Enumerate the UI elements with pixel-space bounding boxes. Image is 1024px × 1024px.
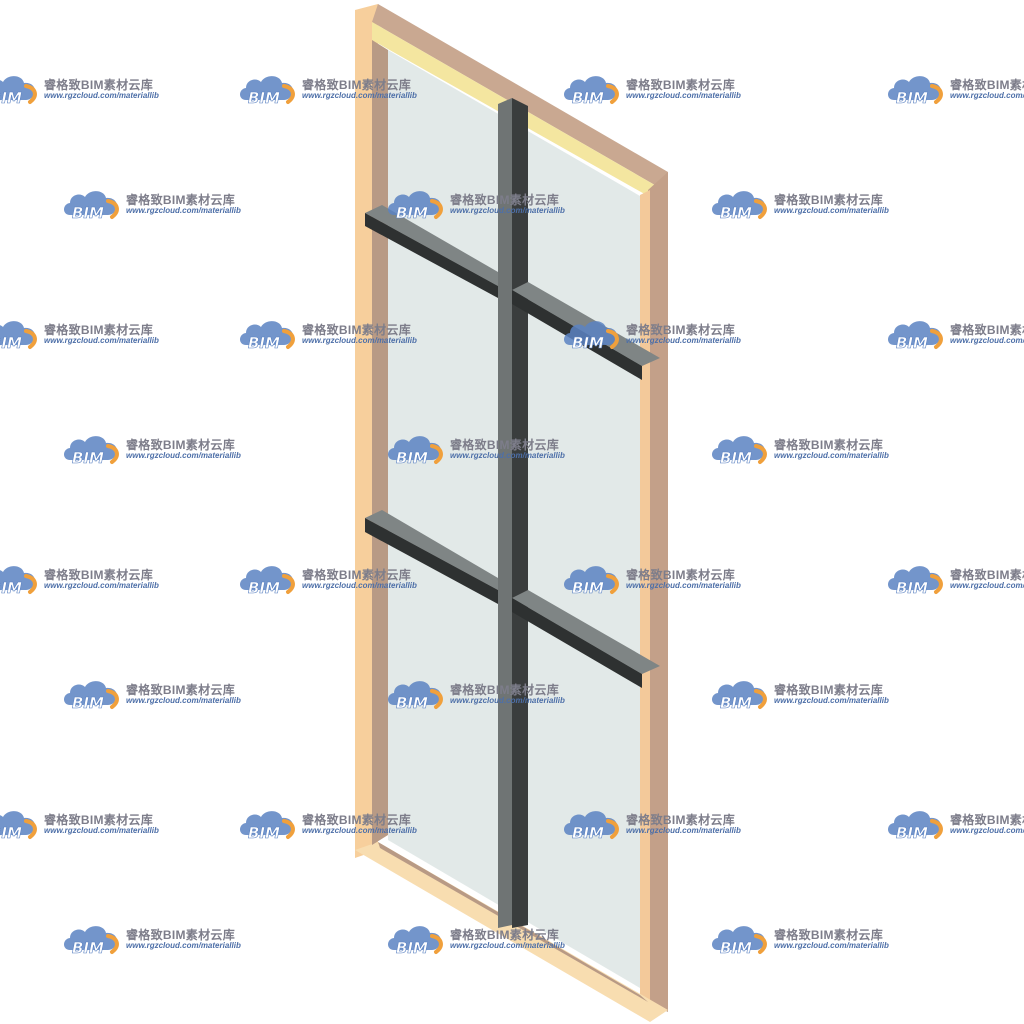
frame-right-stile-front xyxy=(640,190,650,1005)
vertical-mullion-side xyxy=(498,98,512,928)
vertical-mullion xyxy=(512,98,528,928)
upper-transom-left-top xyxy=(365,205,498,286)
lower-transom-right-front xyxy=(512,598,642,688)
frame-left-inner xyxy=(372,40,388,845)
frame-right-stile xyxy=(648,172,668,1012)
lower-transom-right-top xyxy=(512,590,660,674)
upper-transom-left-front xyxy=(365,213,498,298)
frame-sill xyxy=(355,842,668,1022)
frame-head xyxy=(372,4,668,188)
lower-transom-left-top xyxy=(365,510,498,590)
lower-transom-left-front xyxy=(365,518,498,604)
